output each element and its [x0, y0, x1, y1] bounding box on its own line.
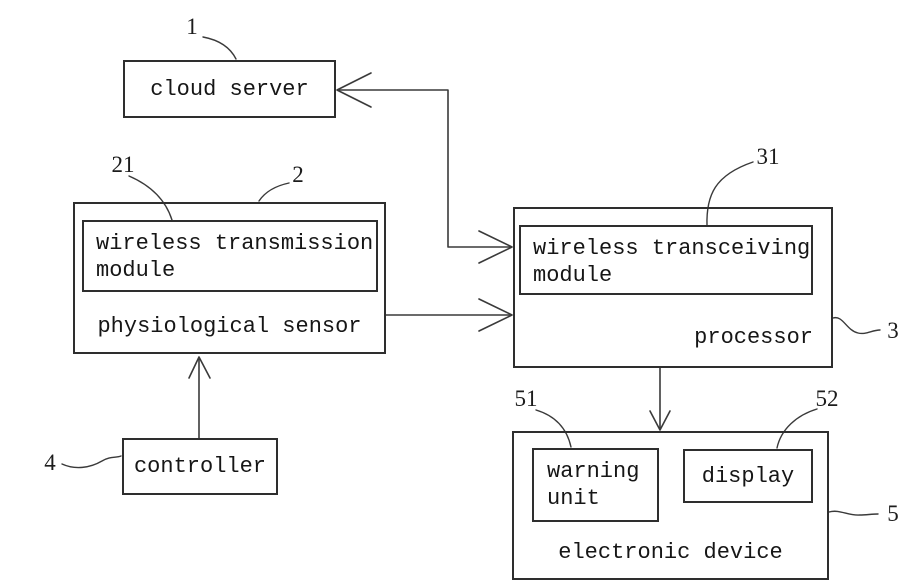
arrowhead-into-processor-upper	[478, 230, 513, 264]
electronic-device-label: electronic device	[558, 540, 783, 565]
arrowhead-into-sensor	[188, 356, 211, 379]
leader-ref-1	[202, 36, 237, 60]
processor-label: processor	[694, 325, 813, 350]
arrowhead-into-device	[649, 410, 671, 431]
leader-ref-51	[535, 409, 572, 448]
ref-label-51: 51	[514, 386, 538, 411]
warning-unit-box: warning unit	[532, 448, 659, 522]
wireless-transmission-module-label: wireless transmission module	[96, 231, 374, 283]
display-box: display	[683, 449, 813, 503]
ref-label-5: 5	[887, 501, 899, 526]
processor-box	[513, 207, 833, 368]
ref-label-52: 52	[815, 386, 839, 411]
controller-box: controller	[122, 438, 278, 495]
physiological-sensor-label: physiological sensor	[97, 314, 362, 339]
leader-ref-4	[61, 455, 122, 469]
ref-label-3: 3	[887, 318, 899, 343]
ref-label-1: 1	[186, 14, 198, 39]
display-label: display	[701, 463, 795, 489]
leader-ref-52	[776, 408, 818, 449]
leader-ref-2	[258, 182, 290, 202]
physiological-sensor-box	[73, 202, 386, 354]
ref-label-2: 2	[292, 162, 304, 187]
controller-label: controller	[133, 454, 267, 479]
ref-label-21: 21	[111, 152, 135, 177]
cloud-server-box: cloud server	[123, 60, 336, 118]
ref-label-4: 4	[44, 450, 56, 475]
ref-label-31: 31	[756, 144, 780, 169]
wireless-transceiving-module-label: wireless transceiving module	[533, 236, 811, 288]
leader-ref-5	[828, 510, 879, 516]
arrowhead-into-cloud-server	[336, 72, 372, 108]
electronic-device-box	[512, 431, 829, 580]
warning-unit-label: warning unit	[547, 459, 640, 511]
leader-ref-31	[706, 161, 754, 227]
leader-ref-21	[128, 175, 173, 221]
wireless-transceiving-module-box: wireless transceiving module	[519, 225, 813, 295]
wireless-transmission-module-box: wireless transmission module	[82, 220, 378, 292]
cloud-server-label: cloud server	[150, 76, 309, 102]
leader-ref-3	[832, 316, 881, 335]
cloud-processor-link-line	[337, 89, 511, 248]
arrowhead-into-processor-lower	[478, 298, 513, 332]
